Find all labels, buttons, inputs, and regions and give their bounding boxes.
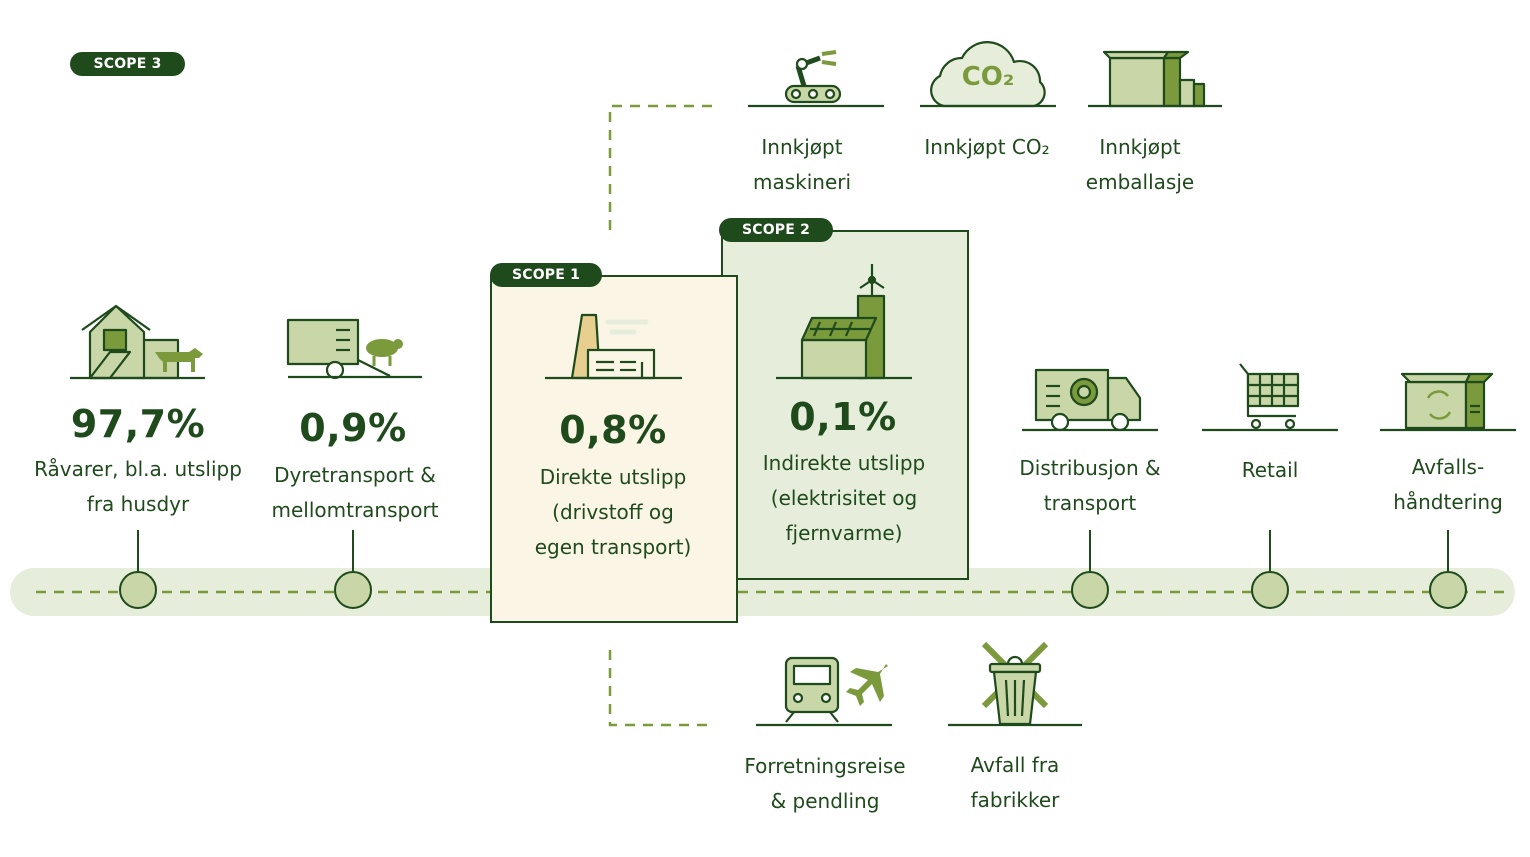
co2-cloud-text: CO₂ xyxy=(961,62,1015,92)
label-avfallshandtering: Avfalls- håndtering xyxy=(1393,455,1503,514)
train-plane-icon xyxy=(756,656,892,727)
package-boxes-icon xyxy=(1088,50,1222,108)
label-raavarer: Råvarer, bl.a. utslipp fra husdyr xyxy=(34,457,242,516)
shopping-cart-icon xyxy=(1202,363,1338,432)
label-innkjopt-emballasje: Innkjøpt emballasje xyxy=(1085,135,1195,194)
trailer-sheep-icon xyxy=(286,318,422,380)
timeline-node-6 xyxy=(1251,530,1289,609)
label-innkjopt-co2: Innkjøpt CO₂ xyxy=(924,135,1050,159)
timeline-node-5 xyxy=(1071,530,1109,609)
percent-dyretransport: 0,9% xyxy=(299,406,407,450)
label-dyretransport: Dyretransport & mellomtransport xyxy=(271,463,439,522)
upstream-connector xyxy=(608,104,712,230)
trash-bin-icon xyxy=(948,641,1082,727)
label-forretningsreise: Forretningsreise & pendling xyxy=(744,754,906,813)
scope2-badge: SCOPE 2 xyxy=(719,218,833,242)
label-retail: Retail xyxy=(1241,458,1299,482)
scope1-badge: SCOPE 1 xyxy=(490,263,602,287)
label-innkjopt-maskineri: Innkjøpt maskineri xyxy=(752,135,852,194)
label-direkte-utslipp: Direkte utslipp (drivstoff og egen trans… xyxy=(534,465,692,559)
downstream-connector xyxy=(608,650,712,727)
scope2-box xyxy=(721,230,969,580)
label-avfall-fabrikker: Avfall fra fabrikker xyxy=(970,753,1060,812)
percent-direkte-utslipp: 0,8% xyxy=(559,408,667,452)
percent-raavarer: 97,7% xyxy=(70,402,206,446)
scope3-badge: SCOPE 3 xyxy=(70,52,185,76)
co2-cloud-icon xyxy=(920,41,1056,108)
timeline-node-1 xyxy=(119,530,157,609)
delivery-truck-icon xyxy=(1022,368,1158,432)
farm-cow-icon xyxy=(70,304,205,380)
label-indirekte-utslipp: Indirekte utslipp (elektrisitet og fjern… xyxy=(762,451,926,545)
recycle-box-icon xyxy=(1380,372,1516,432)
label-distribusjon: Distribusjon & transport xyxy=(1019,456,1161,515)
factory-icon xyxy=(545,313,682,380)
percent-indirekte-utslipp: 0,1% xyxy=(789,395,897,439)
timeline-node-7 xyxy=(1429,530,1467,609)
timeline-node-2 xyxy=(334,530,372,609)
solar-wind-building-icon xyxy=(776,264,912,380)
robot-arm-icon xyxy=(748,50,884,108)
